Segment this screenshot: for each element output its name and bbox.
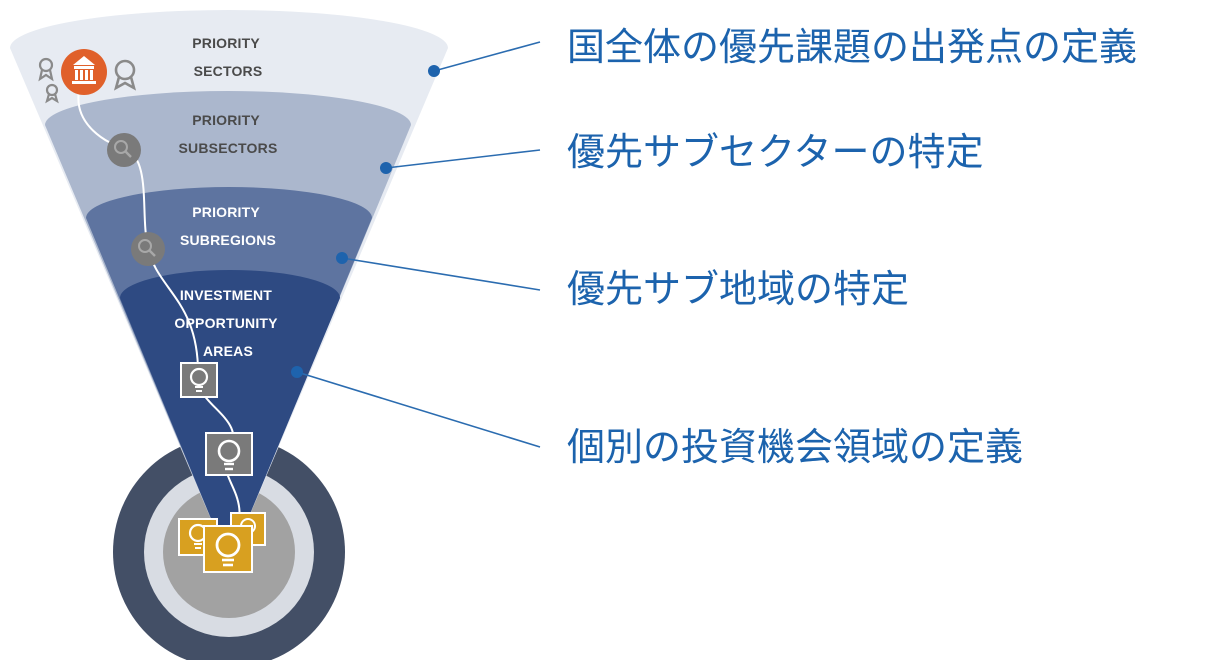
award-ribbon-icon (45, 83, 59, 104)
description-subregions: 優先サブ地域の特定 (567, 267, 910, 311)
tier-label-line: OPPORTUNITY (174, 315, 278, 331)
connector-line-subregions (341, 257, 541, 291)
tier-label-opportunities: INVESTMENT OPPORTUNITY AREAS (174, 287, 281, 359)
connector-dot-opportunities (291, 366, 303, 378)
tier-label-subsectors: PRIORITY SUBSECTORS (179, 112, 278, 156)
award-ribbon-icon (113, 59, 137, 91)
tier-label-line: PRIORITY (192, 112, 260, 128)
tier-label-subregions: PRIORITY SUBREGIONS (180, 204, 276, 248)
description-opportunities: 個別の投資機会領域の定義 (567, 425, 1024, 469)
tier-label-line: PRIORITY (192, 35, 260, 51)
description-subsectors: 優先サブセクターの特定 (567, 130, 984, 174)
tier-label-line: SECTORS (194, 63, 263, 79)
magnifier-icon (131, 232, 165, 266)
connector-line-subsectors (385, 149, 541, 169)
tier-label-line: PRIORITY (192, 204, 260, 220)
connector-line-sectors (433, 41, 541, 72)
tier-label-line: AREAS (203, 343, 253, 359)
connector-dot-subsectors (380, 162, 392, 174)
connector-line-opportunities (296, 371, 541, 448)
connector-dot-sectors (428, 65, 440, 77)
lightbulb-icon (205, 432, 253, 476)
tier-label-line: SUBREGIONS (180, 232, 276, 248)
lightbulb-icon (203, 525, 253, 573)
government-building-icon (61, 49, 107, 95)
magnifier-icon (107, 133, 141, 167)
award-ribbon-icon (38, 57, 54, 82)
tier-label-sectors: PRIORITY SECTORS (192, 35, 264, 79)
lightbulb-icon (180, 362, 218, 398)
connector-dot-subregions (336, 252, 348, 264)
tier-label-line: INVESTMENT (180, 287, 272, 303)
funnel-tier-opportunities (120, 270, 340, 545)
tier-label-line: SUBSECTORS (179, 140, 278, 156)
description-sectors: 国全体の優先課題の出発点の定義 (567, 25, 1138, 69)
